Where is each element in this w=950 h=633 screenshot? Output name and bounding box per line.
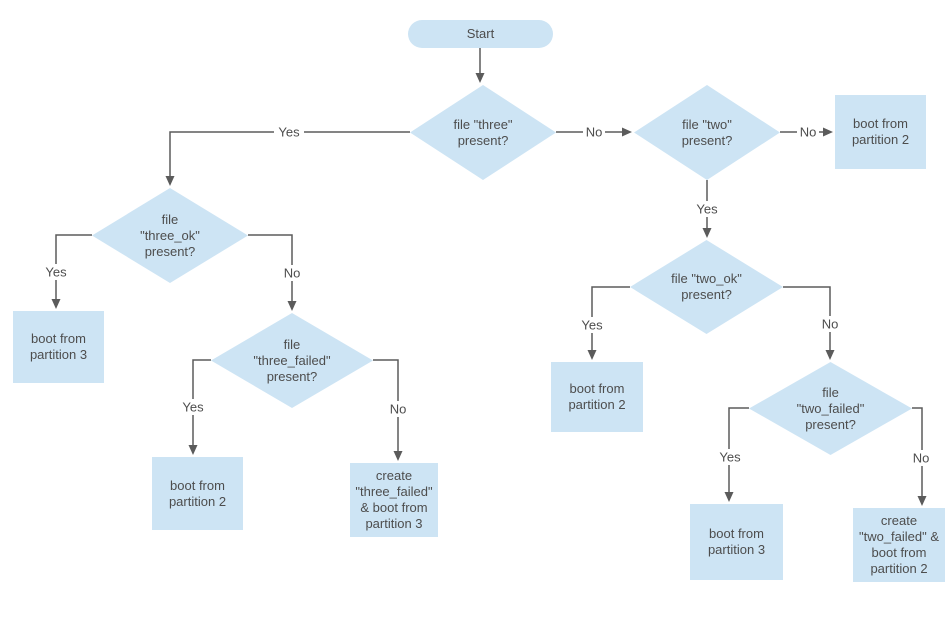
node-label: create "three_failed" & boot from partit… (355, 468, 433, 531)
edge-label-backing (274, 124, 304, 140)
node-label: boot from partition 3 (29, 331, 88, 362)
node-create3: create "three_failed" & boot from partit… (350, 463, 438, 537)
edge-label: Yes (696, 202, 718, 217)
edge-label-backing (715, 449, 745, 465)
node-label: boot from partition 2 (851, 116, 910, 147)
edge-label: No (800, 125, 817, 140)
edge-label-backing (577, 317, 607, 333)
edge-label: Yes (45, 265, 67, 280)
arrowhead-icon (702, 228, 712, 238)
node-boot2-top: boot from partition 2 (835, 95, 926, 169)
arrowhead-icon (287, 301, 297, 311)
arrowhead-icon (475, 73, 485, 83)
connector-line (728, 407, 749, 494)
edge-label: Yes (278, 125, 300, 140)
edge-label-backing (387, 401, 409, 417)
node-label: file "three" present? (453, 116, 513, 148)
edge-label: No (284, 266, 301, 281)
edge-label-backing (819, 316, 841, 332)
arrowhead-icon (823, 127, 833, 137)
edge-label: No (390, 402, 407, 417)
connector-line (373, 359, 399, 453)
arrowhead-icon (825, 350, 835, 360)
connector-line (192, 359, 211, 447)
arrowhead-icon (393, 451, 403, 461)
node-label: create "two_failed" & boot from partitio… (858, 513, 940, 576)
node-label: boot from partition 3 (707, 526, 766, 557)
edge-label: Yes (182, 400, 204, 415)
edge-label-backing (583, 124, 605, 140)
node-label: boot from partition 2 (568, 381, 626, 412)
edge-label-backing (692, 201, 722, 217)
arrowhead-icon (51, 299, 61, 309)
edge-label: Yes (581, 318, 603, 333)
arrowhead-icon (724, 492, 734, 502)
node-create2: create "two_failed" & boot from partitio… (853, 508, 945, 582)
edge-label: No (822, 317, 839, 332)
node-label: file "two_failed" present? (796, 384, 865, 432)
node-label: file "two" present? (681, 116, 733, 148)
edge-label-backing (41, 264, 71, 280)
connector-line (169, 131, 410, 178)
edge-label: Yes (719, 450, 741, 465)
edge-label: No (913, 451, 930, 466)
node-label: boot from partition 2 (168, 477, 227, 509)
arrowhead-icon (917, 496, 927, 506)
arrowhead-icon (165, 176, 175, 186)
arrowhead-icon (587, 350, 597, 360)
edge-label-backing (178, 399, 208, 415)
node-label: file "three_ok" present? (140, 211, 200, 259)
node-label: file "three_failed" present? (253, 336, 331, 384)
connector-line (912, 407, 923, 498)
arrowhead-icon (188, 445, 198, 455)
node-boot3-left: boot from partition 3 (13, 311, 104, 383)
arrowhead-icon (622, 127, 632, 137)
node-boot3-right: boot from partition 3 (690, 504, 783, 580)
node-label: file "two_ok" present? (671, 271, 742, 302)
node-boot2-mid: boot from partition 2 (551, 362, 643, 432)
edge-label: No (586, 125, 603, 140)
edge-label-backing (910, 450, 932, 466)
edge-label-backing (797, 124, 819, 140)
node-label: Start (466, 26, 495, 41)
node-boot2-left: boot from partition 2 (152, 457, 243, 530)
edge-label-backing (281, 265, 303, 281)
node-start: Start (408, 20, 553, 48)
